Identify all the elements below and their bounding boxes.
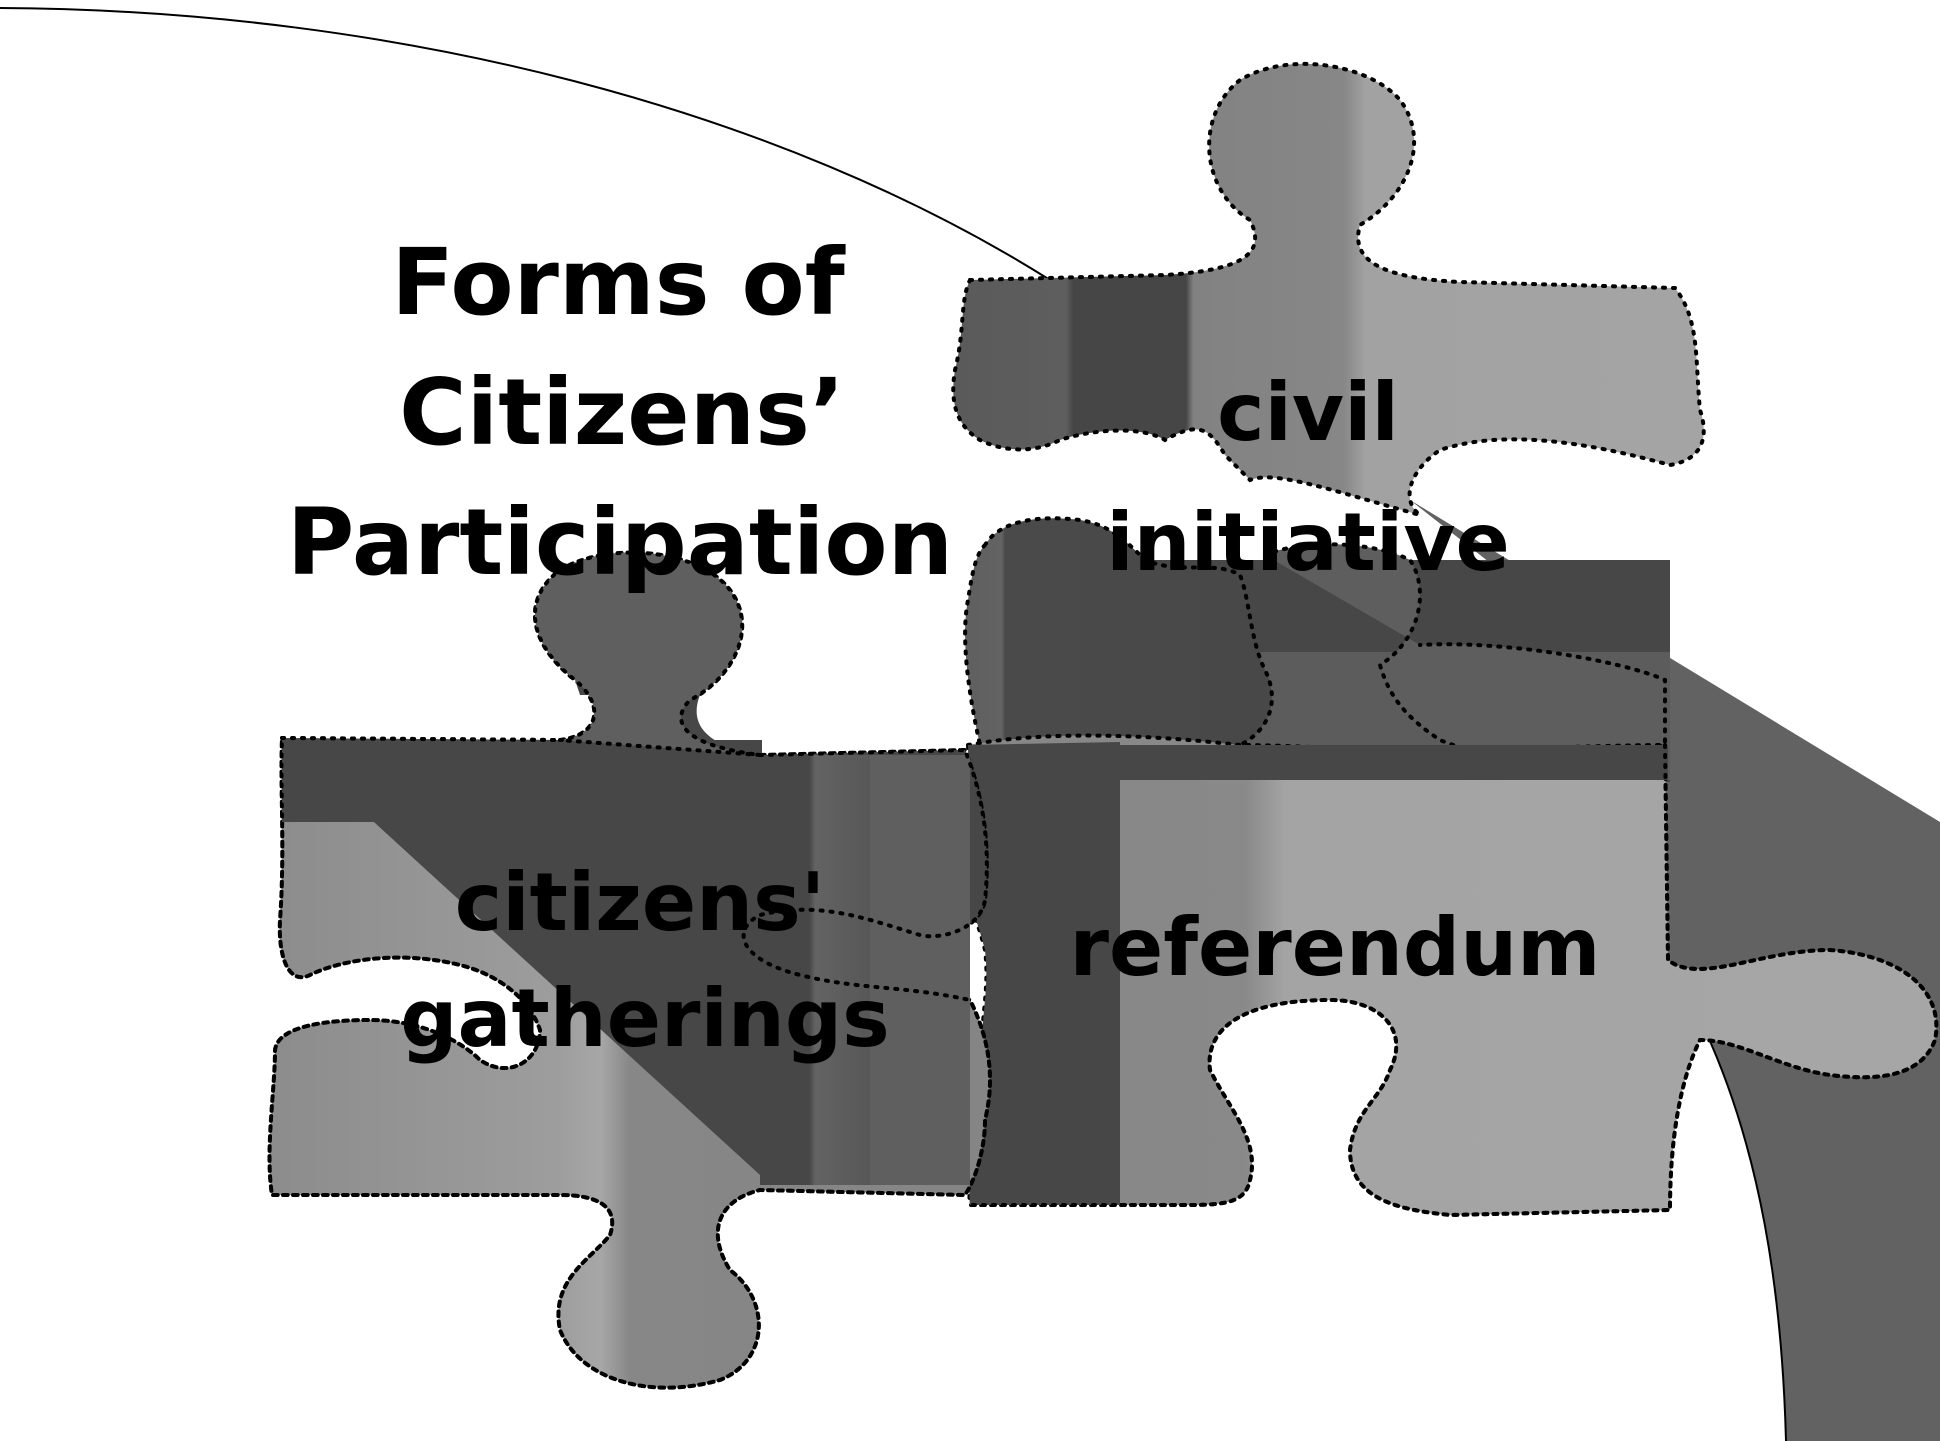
- gatherings-label-line-1: citizens': [455, 856, 825, 949]
- civil-initiative-label-line-2: initiative: [1106, 496, 1510, 589]
- gatherings-top-knob: [533, 550, 761, 757]
- referendum-piece: [947, 733, 1939, 1218]
- right-side-band-edge: [1704, 1029, 1787, 1441]
- gatherings-right-column: [760, 755, 870, 1185]
- title-line-1: Forms of: [391, 229, 846, 336]
- referendum-top-strip: [1120, 745, 1668, 780]
- gatherings-top-strip: [282, 740, 762, 822]
- middle-piece: [963, 516, 1274, 752]
- title-line-2: Citizens’: [399, 359, 845, 466]
- referendum-outline: [968, 743, 1939, 1218]
- title-line-3: Participation: [287, 489, 953, 596]
- middle-piece-knob: [1263, 542, 1667, 762]
- background-arc: [0, 7, 1051, 281]
- civil-initiative-label-line-1: civil: [1217, 366, 1399, 459]
- referendum-label: referendum: [1069, 901, 1600, 994]
- gatherings-label-line-2: gatherings: [400, 972, 889, 1065]
- gatherings-right-column-light: [870, 755, 970, 1185]
- gatherings-outline: [267, 736, 992, 1390]
- referendum-dark-column: [950, 742, 1120, 1205]
- civil-initiative-piece: [951, 61, 1706, 517]
